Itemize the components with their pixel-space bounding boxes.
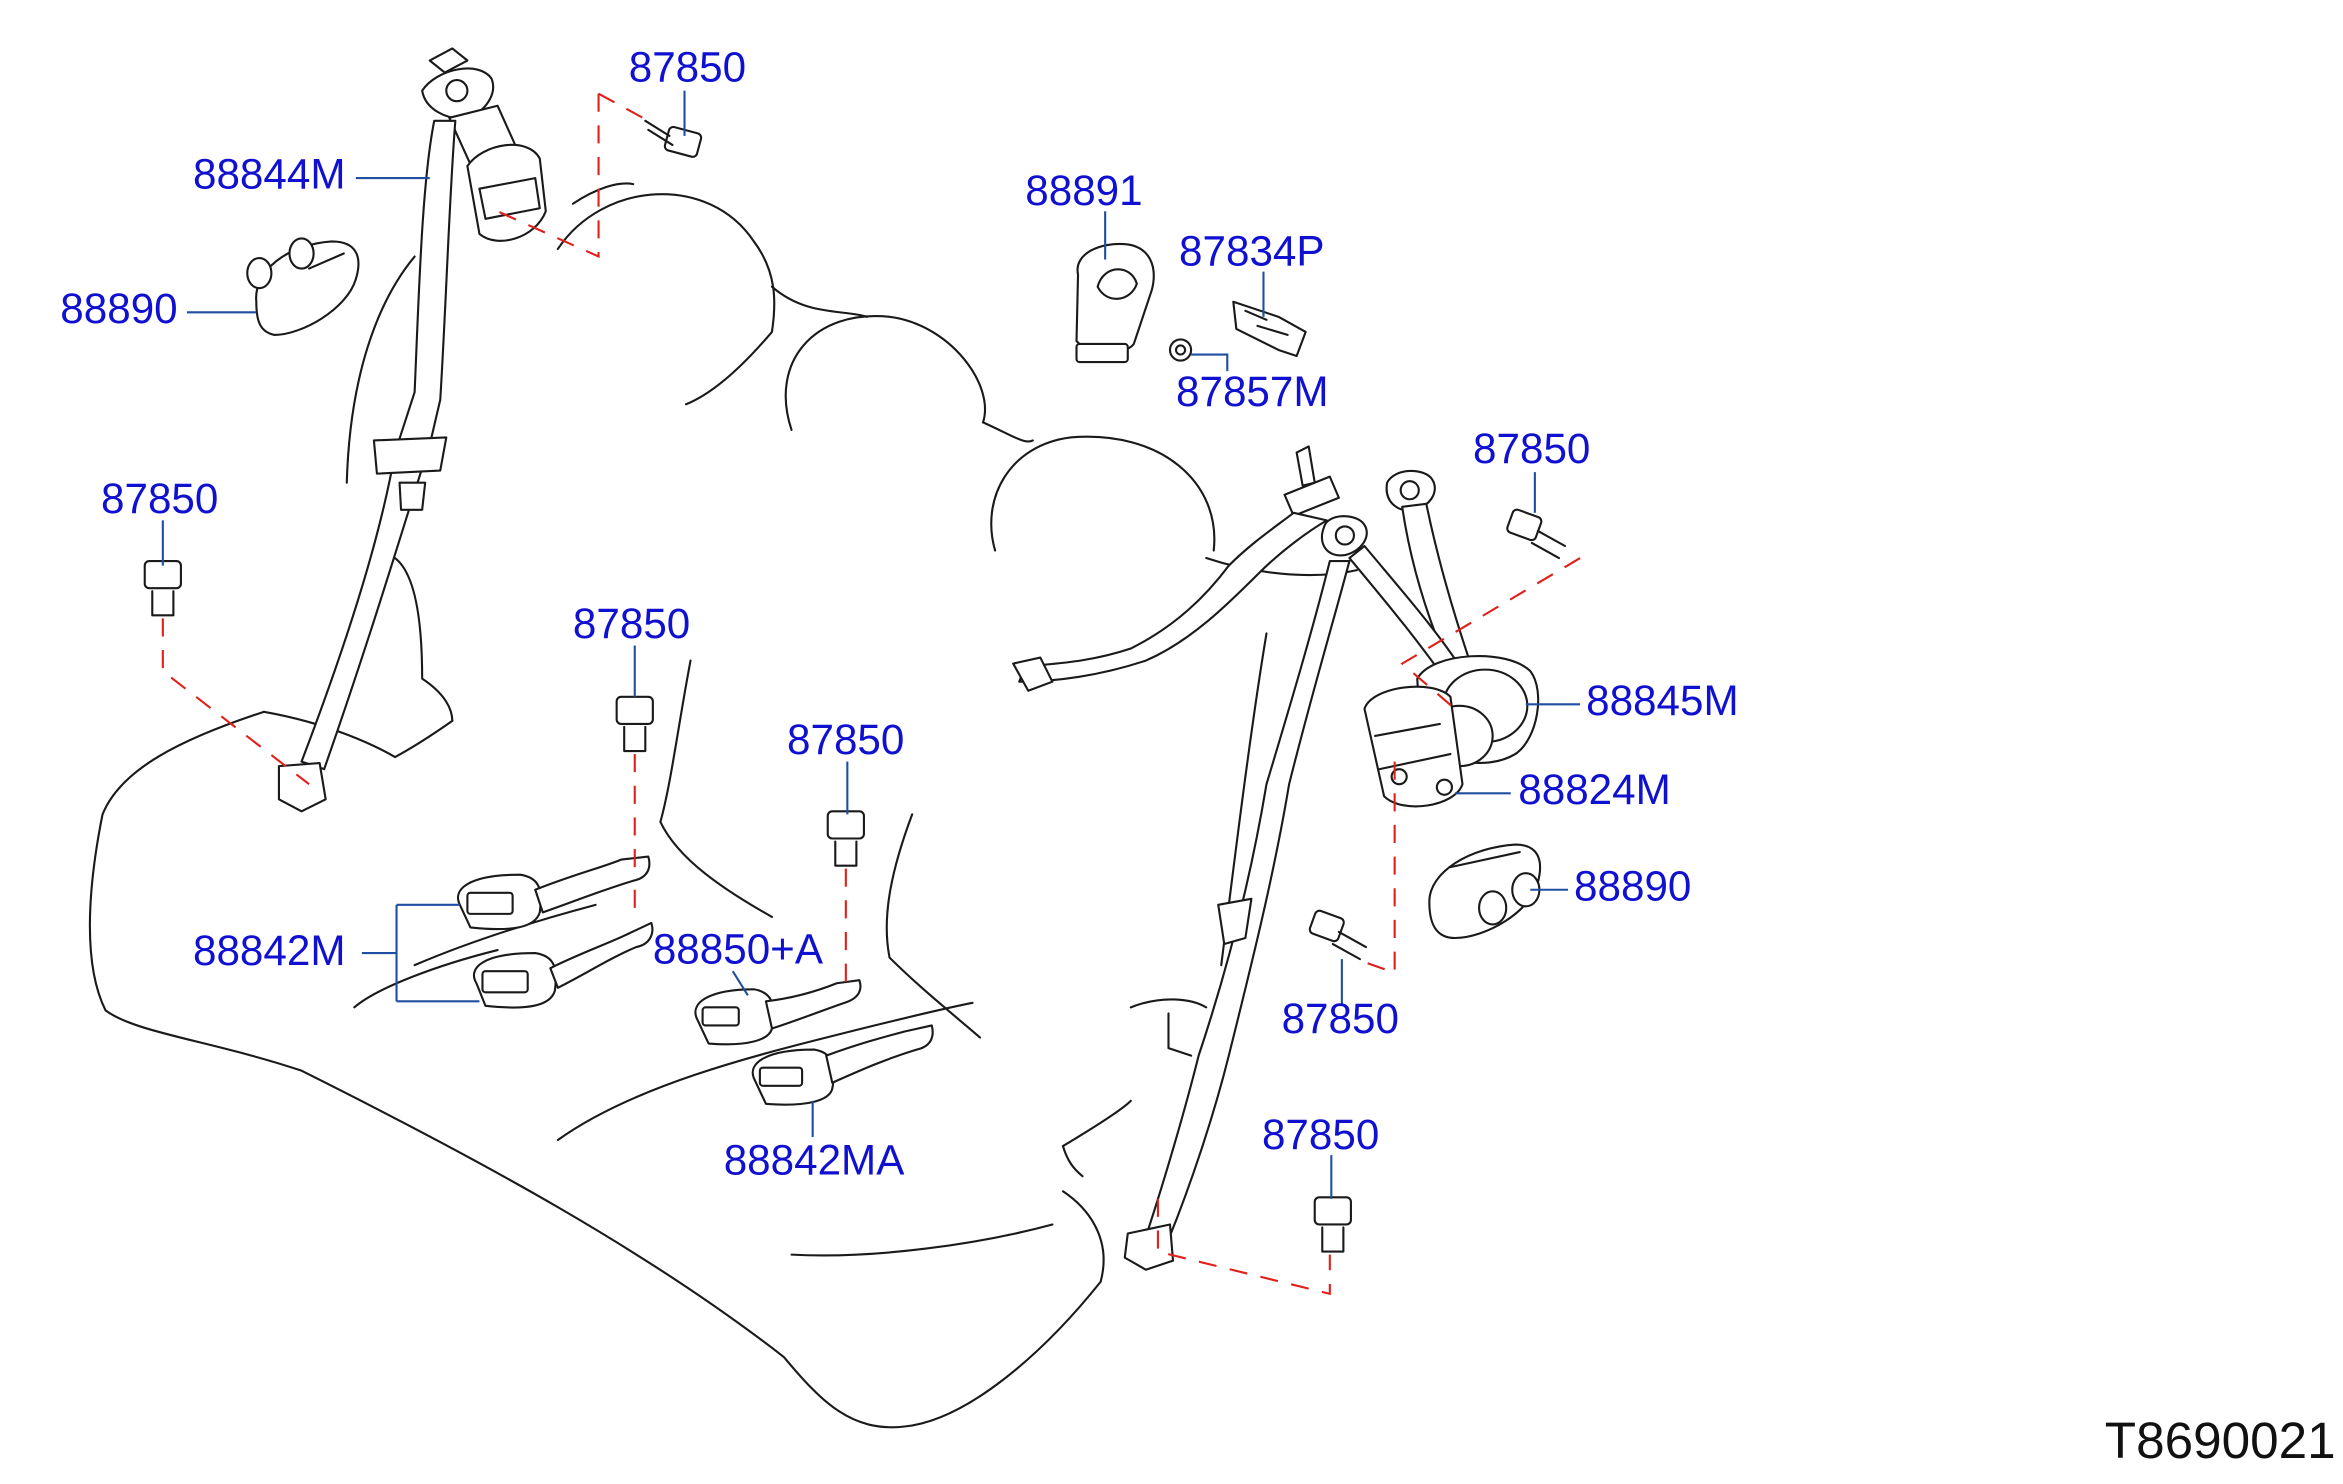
label-belt-left: 88844M (193, 151, 346, 198)
right-trim-cover (1428, 843, 1542, 940)
label-bolt-right-mid: 87850 (1282, 995, 1399, 1042)
label-retractor-lower: 88824M (1518, 766, 1671, 813)
rear-seat-outline (88, 182, 1359, 1429)
diagram-code: T8690021 (2105, 1412, 2336, 1469)
bolt-left-side (143, 560, 182, 617)
label-guide-cover: 88891 (1025, 167, 1142, 214)
label-bolt-mid-left: 87850 (573, 600, 690, 647)
label-bolt-top: 87850 (629, 44, 746, 91)
retainer-clip (1232, 300, 1307, 358)
label-buckle-center: 88850+A (653, 926, 824, 973)
label-bolt-mid: 87850 (787, 716, 904, 763)
bolt-right-mid (1308, 909, 1368, 961)
left-seat-belt-assembly (277, 47, 547, 813)
label-bolt-right-low: 87850 (1262, 1111, 1379, 1158)
callout-labels: 87850 88844M 88890 87850 87850 88842M 87… (60, 44, 1738, 1184)
label-cover-left: 88890 (60, 285, 177, 332)
belt-guide-cover (1075, 242, 1155, 364)
right-seat-belt-assembly (1012, 445, 1540, 1271)
label-nut: 87857M (1176, 368, 1329, 415)
label-cover-right: 88890 (1574, 862, 1691, 909)
buckle-pair (457, 855, 654, 1009)
bolt-mid-left (615, 695, 654, 753)
label-bolt-right-top: 87850 (1473, 425, 1590, 472)
left-trim-cover (246, 237, 360, 336)
bolt-top-left (644, 119, 703, 158)
label-buckle-lower: 88842MA (724, 1137, 906, 1184)
label-retractor-upper: 88845M (1586, 677, 1739, 724)
label-buckle-pair: 88842M (193, 927, 346, 974)
center-buckle (694, 979, 862, 1046)
nut-part (1168, 338, 1193, 362)
bolt-mid (826, 810, 865, 867)
label-clip: 87834P (1179, 228, 1325, 275)
lower-buckle (751, 1024, 934, 1106)
label-bolt-left: 87850 (101, 475, 218, 522)
leader-lines (161, 90, 1581, 1199)
bolt-right-top (1506, 508, 1567, 560)
bolt-right-low (1313, 1196, 1352, 1253)
installation-lines (161, 92, 1581, 1296)
